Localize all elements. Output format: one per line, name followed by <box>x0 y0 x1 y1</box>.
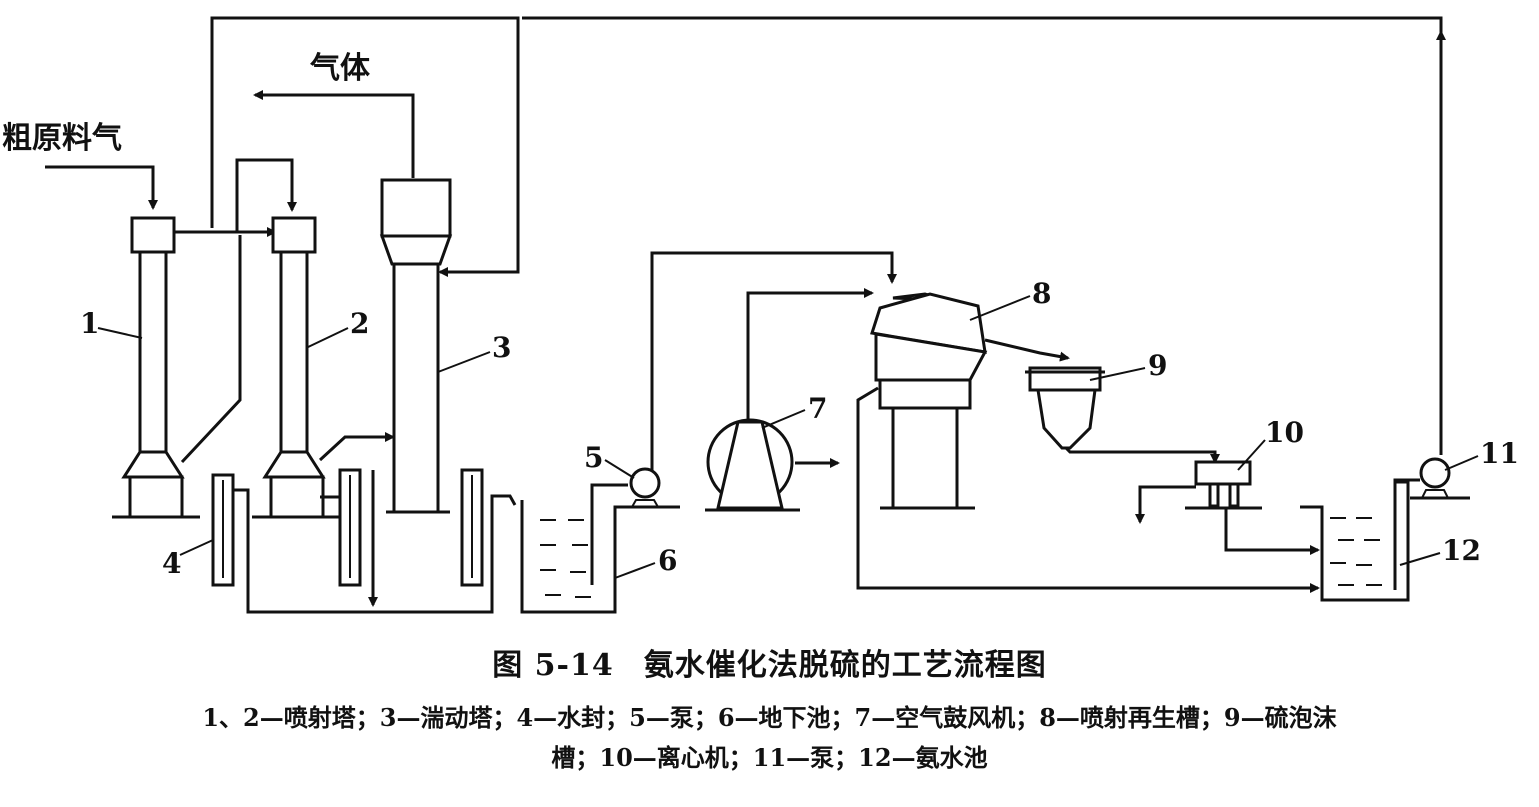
process-flow-diagram: 粗原料气 气体 <box>2 16 1519 614</box>
label-2: 2 <box>350 307 369 340</box>
spray-tower-2 <box>262 216 326 519</box>
regenerator-return-line <box>856 386 1320 593</box>
top-recycle-line <box>210 16 520 277</box>
label-5: 5 <box>584 441 603 474</box>
legend-line-1: 1、2—喷射塔；3—湍动塔；4—水封；5—泵；6—地下池；7—空气鼓风机；8—喷… <box>202 703 1337 732</box>
water-seal-4c <box>460 468 484 587</box>
leader-5 <box>604 459 635 479</box>
figure-legend: 1、2—喷射塔；3—湍动塔；4—水封；5—泵；6—地下池；7—空气鼓风机；8—喷… <box>0 698 1539 778</box>
regenerator-to-foam-line <box>984 338 1070 362</box>
figure-caption: 图 5-14 氨水催化法脱硫的工艺流程图 1、2—喷射塔；3—湍动塔；4—水封；5… <box>0 640 1539 778</box>
leader-6 <box>614 562 656 579</box>
ammonia-recycle-line <box>522 16 1443 455</box>
label-7: 7 <box>808 392 827 425</box>
feed-gas-label: 粗原料气 <box>2 121 122 156</box>
label-4: 4 <box>162 547 181 580</box>
leader-1 <box>97 327 143 339</box>
water-seal-4b <box>338 468 362 587</box>
blower-air-line <box>746 288 874 420</box>
label-8: 8 <box>1032 277 1051 310</box>
spray-regenerator-8 <box>870 292 988 510</box>
centrifuge-sulfur-out <box>1135 485 1196 524</box>
figure-title-text: 氨水催化法脱硫的工艺流程图 <box>643 648 1047 683</box>
centrifuge-liquid-out <box>1224 508 1320 555</box>
leader-8 <box>969 295 1031 321</box>
label-1: 1 <box>80 307 99 340</box>
pump11-suction-line <box>1393 478 1420 590</box>
tower1-drain-line <box>180 235 242 464</box>
leader-10 <box>1237 439 1266 471</box>
feed-gas-line <box>45 165 158 210</box>
label-6: 6 <box>658 544 677 577</box>
centrifuge-10 <box>1185 460 1262 510</box>
ammonia-pool-12 <box>1300 480 1410 602</box>
bottom-collection-line <box>233 488 517 614</box>
underground-pit-6 <box>520 500 680 614</box>
leader-4 <box>179 539 214 556</box>
label-9: 9 <box>1148 349 1167 382</box>
leader-12 <box>1399 552 1441 566</box>
pump-5 <box>625 467 680 509</box>
gas-out-label: 气体 <box>310 51 371 86</box>
legend-line-2: 槽；10—离心机；11—泵；12—氨水池 <box>551 743 988 772</box>
pump-11 <box>1410 457 1470 500</box>
label-3: 3 <box>492 331 511 364</box>
tower2-to-tower3-line <box>318 432 395 462</box>
spray-tower-1 <box>121 216 185 519</box>
turbulent-tower-3 <box>379 178 453 514</box>
leader-3 <box>437 351 491 373</box>
gas-outlet-line <box>253 90 415 178</box>
label-12: 12 <box>1442 534 1481 567</box>
pump5-discharge-line <box>650 251 897 470</box>
figure-title: 图 5-14 氨水催化法脱硫的工艺流程图 <box>0 640 1539 684</box>
label-11: 11 <box>1480 437 1519 470</box>
leader-2 <box>305 327 349 349</box>
tower2-top-feed-line <box>235 158 297 232</box>
sulfur-foam-tank-9 <box>1025 366 1105 450</box>
water-seal-4a <box>211 473 235 587</box>
leader-7 <box>761 409 806 429</box>
foam-to-centrifuge-line <box>1064 446 1220 464</box>
leader-11 <box>1444 455 1479 471</box>
leader-9 <box>1089 367 1146 381</box>
air-blower-7 <box>705 418 800 512</box>
figure-number: 图 5-14 <box>492 648 614 683</box>
pump5-suction-line <box>590 483 628 585</box>
label-10: 10 <box>1265 416 1304 449</box>
